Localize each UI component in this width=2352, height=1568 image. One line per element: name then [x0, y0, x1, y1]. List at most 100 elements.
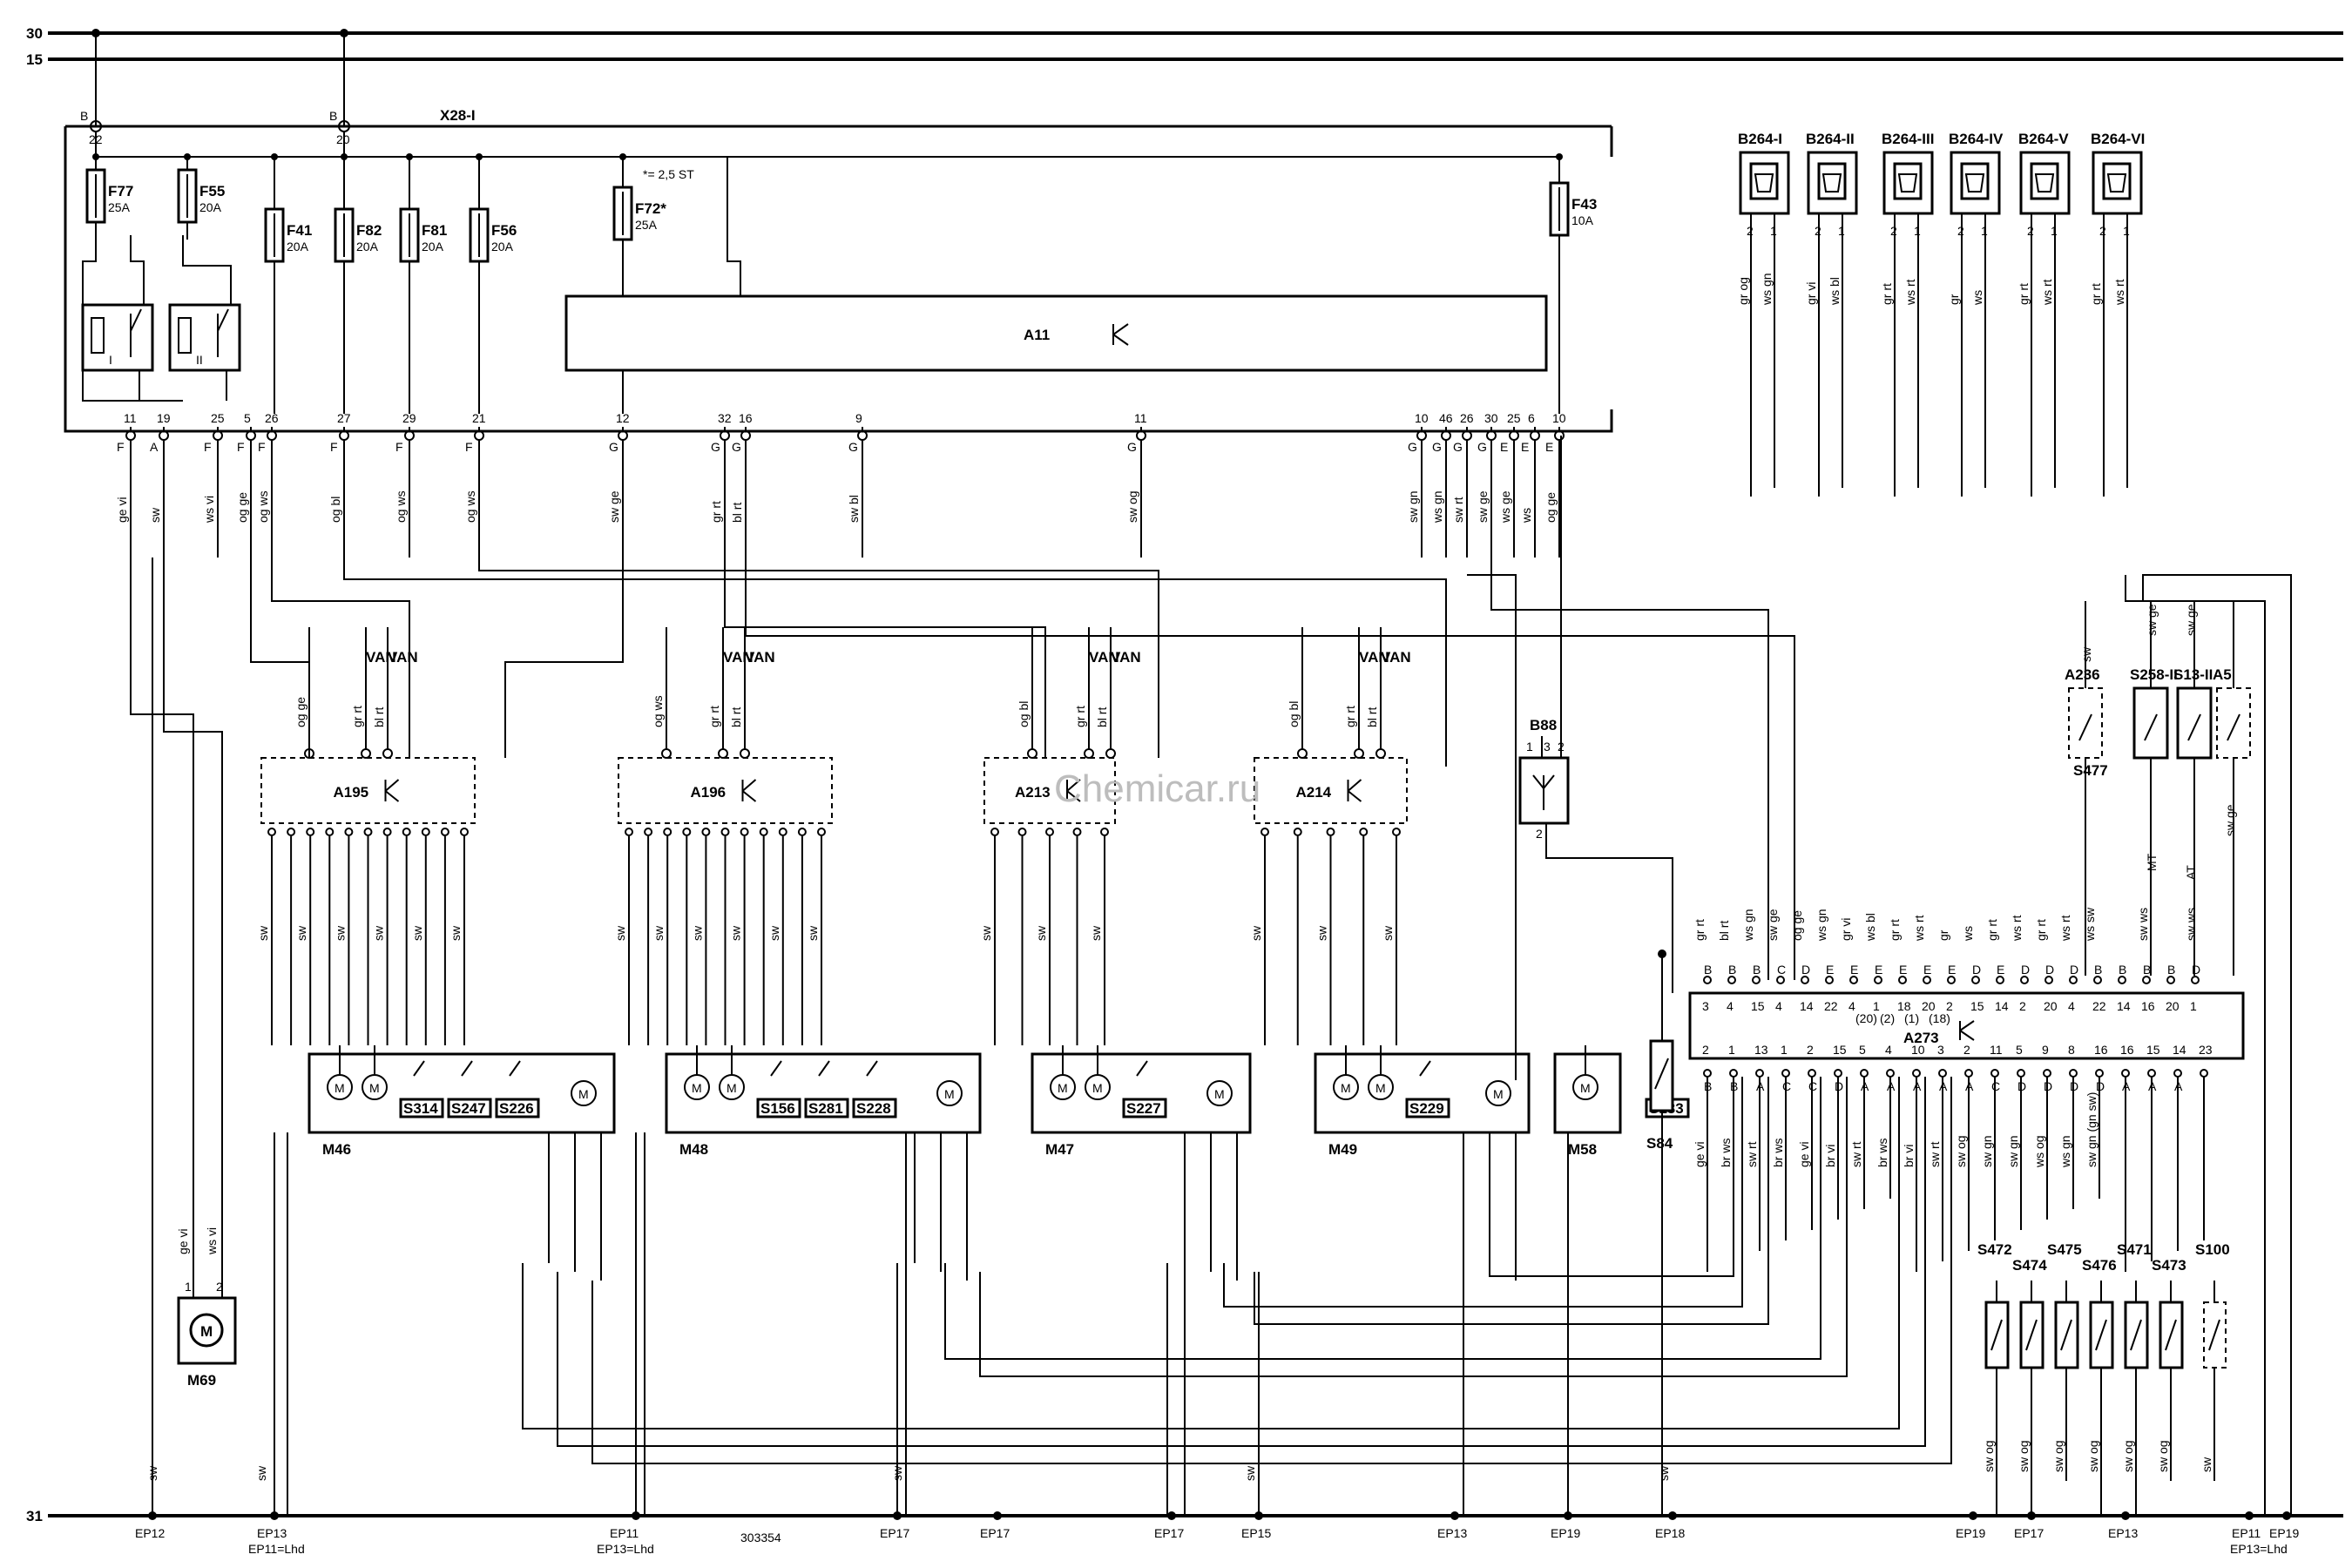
a273-note-2: (1): [1904, 1011, 1919, 1025]
fuse-4-rating: 20A: [422, 240, 444, 253]
motor-1-sym-0: M: [692, 1081, 702, 1095]
a273-bot-letter-4: C: [1808, 1079, 1817, 1093]
door-2-wire-1: gr rt: [1073, 706, 1087, 727]
bottom-switch-2-wire: sw og: [2051, 1440, 2065, 1472]
a273-bot-pin-17: 15: [2146, 1043, 2160, 1057]
connector-pin-right: 20: [336, 132, 350, 146]
harness-wire-18: [1489, 1077, 1734, 1277]
a273-top-pin-11: 15: [1970, 999, 1984, 1013]
a273-bot-pin-1: 1: [1728, 1043, 1735, 1057]
harness-wire-4: [745, 558, 1795, 980]
ground-node-9: [1668, 1511, 1677, 1520]
switch-s227: S227: [1126, 1100, 1161, 1117]
a273-bot-letter-5: D: [1835, 1079, 1843, 1093]
ground-wire-3: sw: [890, 1465, 904, 1481]
svg-text:1: 1: [1526, 740, 1533, 754]
s84-label: S84: [1646, 1135, 1673, 1152]
selector-2-label: S13-II: [2173, 666, 2213, 683]
motor-unit-1-label: M48: [679, 1141, 708, 1158]
ground-node-14: [2282, 1511, 2291, 1520]
door-3-wire-0: og bl: [1287, 701, 1301, 727]
harness-wire-7: [1467, 574, 1517, 1080]
a273-top-pin-4: 14: [1800, 999, 1814, 1013]
motor-4-sym-0: M: [1580, 1081, 1591, 1095]
a273-top-pin-7: 1: [1873, 999, 1880, 1013]
selector-wire-5: sw ge: [2223, 804, 2237, 836]
svg-text:1: 1: [185, 1280, 192, 1294]
door-module-0-label: A195: [334, 784, 369, 801]
sensor-5-wire-b: ws rt: [2112, 279, 2126, 306]
bottom-switch-4-wire: sw og: [2121, 1440, 2135, 1472]
a273-bot-pin-19: 23: [2199, 1043, 2213, 1057]
sensor-4-wire-a: gr rt: [2017, 283, 2031, 305]
door-1-out-0: sw: [613, 925, 627, 941]
connector-x28-label: X28-I: [440, 107, 476, 124]
bottom-switch-1-wire: sw og: [2017, 1440, 2031, 1472]
ground-11: EP19: [1551, 1526, 1580, 1540]
a273-top-wire-13: ws rt: [2010, 915, 2024, 942]
x28-pin-1: 19: [157, 411, 171, 425]
motor-1-sym-1: M: [727, 1081, 737, 1095]
relay-ii: II: [168, 303, 241, 372]
harness-wire-6: [1490, 558, 1769, 980]
selector-note-at: AT: [2184, 865, 2198, 880]
door-3-out-4: sw: [1381, 925, 1395, 941]
harness-wire-3: [504, 558, 624, 758]
harness-wire-8: [130, 558, 194, 1220]
sensor-3-wire-b: ws: [1970, 290, 1984, 306]
x28-letter-13: G: [1408, 440, 1417, 454]
a273-top-letter-4: D: [1801, 963, 1810, 977]
x28-letter-16: G: [1477, 440, 1487, 454]
x28-wire-3: og ge: [235, 492, 249, 523]
a273-top-letter-13: D: [2021, 963, 2030, 977]
ground-10: EP13: [1437, 1526, 1467, 1540]
ground-18: EP19: [2269, 1526, 2299, 1540]
bottom-switch-0-label: S472: [1977, 1241, 2012, 1258]
bottom-switch-1-label: S474: [2012, 1257, 2047, 1274]
door-2-out-0: sw: [979, 925, 993, 941]
m69-label: M69: [187, 1372, 216, 1389]
bottom-switch-5-wire: sw og: [2156, 1440, 2170, 1472]
ground-12: EP18: [1655, 1526, 1685, 1540]
motor-unit-0-label: M46: [322, 1141, 351, 1158]
ground-node-8: [1564, 1511, 1572, 1520]
fuse-5-name: F56: [491, 222, 517, 239]
ground-wire-1: sw: [145, 1465, 159, 1481]
ground-wire-2: sw: [254, 1465, 268, 1481]
x28-wire-9: gr rt: [709, 501, 723, 523]
motor-unit-m49: [1314, 1052, 1531, 1134]
fuse-note: *= 2,5 ST: [643, 167, 694, 181]
door-1-van-2: VAN: [745, 649, 775, 666]
bottom-switch-6-wire: sw: [2200, 1456, 2213, 1472]
ground-node-7: [1450, 1511, 1459, 1520]
a273-bot-wire-13: ws og: [2032, 1135, 2046, 1168]
x28-pin-17: 25: [1507, 411, 1521, 425]
a273-bot-wire-7: br ws: [1876, 1139, 1889, 1167]
x28-pin-2: 25: [211, 411, 225, 425]
a273-top-letter-12: E: [1997, 963, 2004, 977]
ground-13: EP19: [1956, 1526, 1985, 1540]
a273-bot-pin-10: 2: [1963, 1043, 1970, 1057]
m69-motor-symbol: M: [200, 1323, 213, 1340]
x28-wire-4: og ws: [256, 490, 270, 523]
door-3-wire-2: bl rt: [1365, 707, 1379, 727]
a273-bot-wire-15: sw gn (gn sw): [2085, 1092, 2099, 1167]
motor-unit-4-label: M58: [1568, 1141, 1597, 1158]
x28-pin-10: 16: [739, 411, 753, 425]
ground-node-0: [148, 1511, 157, 1520]
door-2-wire-0: og bl: [1017, 701, 1031, 727]
a273-bot-pin-18: 14: [2173, 1043, 2186, 1057]
x28-wire-0: ge vi: [115, 497, 129, 523]
x28-letter-18: E: [1521, 440, 1529, 454]
motor-unit-2-label: M47: [1045, 1141, 1074, 1158]
selector-3: [2216, 687, 2251, 759]
a273-top-pin-13: 2: [2019, 999, 2026, 1013]
a273-top-pin-19: 20: [2166, 999, 2180, 1013]
a273-bot-wire-10: sw og: [1954, 1135, 1968, 1167]
a273-bot-wire-1: br ws: [1719, 1139, 1733, 1167]
motor-3-sym-1: M: [1375, 1081, 1386, 1095]
x28-wire-16: sw ge: [1476, 490, 1490, 523]
x28-pin-13: 10: [1415, 411, 1429, 425]
harness-wire-2: [478, 558, 1159, 758]
motor-m69: M M69 1 2 ge vi ws vi: [176, 1220, 237, 1389]
